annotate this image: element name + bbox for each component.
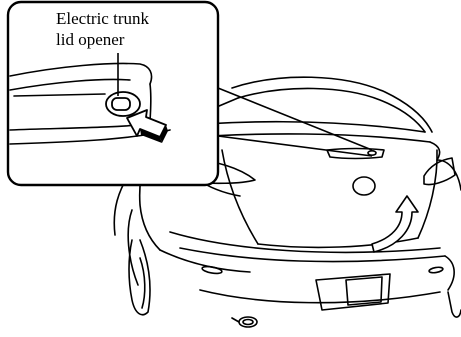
left-lower-body <box>160 250 250 272</box>
exhaust-left-pipe <box>232 318 239 322</box>
right-body-edge <box>437 160 461 190</box>
curved-open-arrow-icon <box>372 196 418 252</box>
trunk-opener-button <box>368 151 376 155</box>
left-reflector <box>202 265 223 274</box>
trunk-lid-right-edge <box>418 150 437 238</box>
exhaust-left-inner <box>243 320 253 325</box>
right-tail-light <box>424 158 455 185</box>
exhaust-left <box>239 317 257 327</box>
trunk-lid-top-right <box>430 142 440 160</box>
car-emblem <box>353 177 375 195</box>
bumper-right-side <box>445 256 454 290</box>
callout-box: Electric trunk lid opener <box>8 2 218 185</box>
rear-window-outer <box>238 88 425 132</box>
right-reflector <box>429 266 444 273</box>
trunk-lid-left-edge <box>222 150 258 244</box>
right-tire <box>448 292 461 317</box>
left-tire-inner <box>140 258 145 308</box>
callout-label-line1: Electric trunk <box>56 9 149 28</box>
left-tire <box>129 240 150 315</box>
callout-label-line2: lid opener <box>56 30 125 49</box>
